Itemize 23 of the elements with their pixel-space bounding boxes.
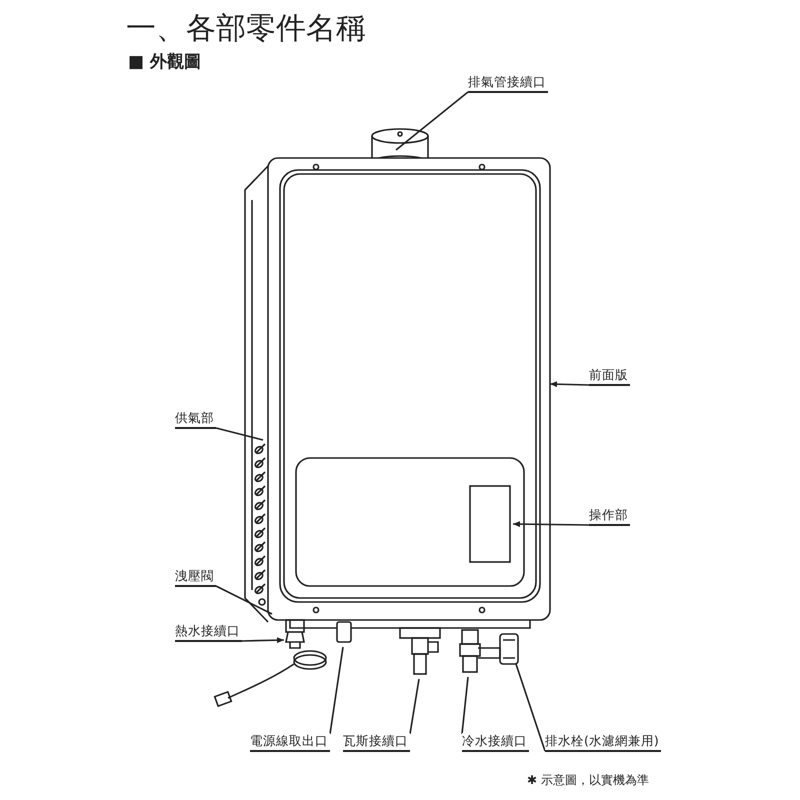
leader-line <box>329 646 344 734</box>
part-label: 電源線取出口 <box>250 733 330 752</box>
leader-line <box>216 585 272 615</box>
section-heading: ■ 外觀圖 <box>128 51 201 73</box>
part-label: 排氣管接續口 <box>468 74 548 93</box>
leader-line <box>512 521 590 528</box>
leader-line <box>515 664 546 752</box>
footnote: ✱ 示意圖，以實機為準 <box>527 772 649 789</box>
part-label: 排水栓(水濾網兼用) <box>545 733 661 752</box>
part-label: 冷水接續口 <box>462 733 529 752</box>
leader-line <box>242 637 284 644</box>
leader-line <box>461 676 469 734</box>
part-label: 供氣部 <box>175 410 216 429</box>
page-title: 一、各部零件名稱 <box>126 10 366 48</box>
leader-line <box>409 678 420 734</box>
part-label: 熱水接續口 <box>175 623 242 642</box>
part-label: 洩壓閥 <box>175 568 216 587</box>
part-label: 瓦斯接續口 <box>343 733 410 752</box>
part-label: 前面版 <box>589 367 630 386</box>
leader-line <box>396 91 468 151</box>
leader-line <box>550 381 590 388</box>
leader-line <box>216 427 264 441</box>
part-label: 操作部 <box>589 507 630 526</box>
